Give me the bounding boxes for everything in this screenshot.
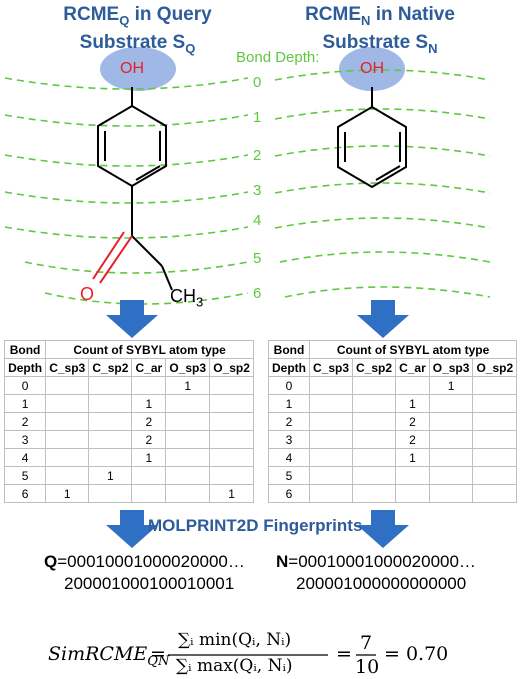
header-col: O_sp3 [165, 358, 211, 377]
formula-lhs: SimRCMEQN [48, 643, 170, 669]
query-down-arrow [106, 300, 158, 338]
native-rcme-highlight [339, 47, 405, 91]
query-molecule [92, 87, 173, 291]
native-fingerprint: N=00010001000020000… 200001000000000000 [276, 552, 476, 593]
query-ch3-label: CH3 [170, 286, 204, 310]
bond-depth-4: 4 [253, 212, 262, 229]
native-fp-arrow [357, 510, 409, 548]
query-oh-label: OH [120, 60, 144, 77]
header-col: O_sp2 [472, 358, 518, 377]
native-title: RCMEN in Native Substrate SN [305, 4, 455, 56]
header-col: C_sp2 [88, 358, 133, 377]
count-cell: 1 [209, 484, 254, 503]
table-row: 6 [268, 484, 518, 503]
native-down-arrow [357, 300, 409, 338]
formula-denominator: ∑ᵢ max(Qᵢ, Nᵢ) [176, 656, 293, 676]
bond-depth-2: 2 [253, 147, 262, 164]
header-count: Count of SYBYL atom type [45, 340, 254, 359]
count-cell [352, 484, 397, 503]
query-fingerprint: Q=00010001000020000… 200001000100010001 [44, 552, 245, 593]
bond-depth-5: 5 [253, 250, 262, 267]
native-molecule [337, 87, 407, 189]
query-title: RCMEQ in Query Substrate SQ [63, 4, 212, 56]
bond-depth-0: 0 [253, 74, 262, 91]
native-oh-label: OH [360, 60, 384, 77]
arrows [106, 300, 409, 548]
formula-numerator: ∑ᵢ min(Qᵢ, Nᵢ) [178, 630, 292, 650]
bond-depth-3: 3 [253, 182, 262, 199]
query-fp-arrow [106, 510, 158, 548]
formula-eq2: = [336, 643, 352, 665]
native-depth-contours [274, 69, 491, 298]
bond-depth-6: 6 [253, 285, 262, 302]
count-cell [472, 484, 518, 503]
header-bond: Bond [268, 340, 310, 359]
count-cell [88, 484, 133, 503]
query-count-table: Bond Count of SYBYL atom type Depth C_sp… [3, 340, 254, 503]
query-rcme-highlight [100, 47, 176, 91]
formula-eq1: = [150, 643, 166, 665]
formula-frac-den: 10 [355, 656, 380, 678]
formula-frac-num: 7 [360, 632, 373, 654]
formula-result: = 0.70 [384, 643, 449, 665]
bond-depth-label: Bond Depth: [236, 49, 320, 66]
count-cell: 1 [45, 484, 90, 503]
fingerprint-title: MOLPRINT2D Fingerprints [148, 516, 363, 535]
bond-depth-1: 1 [253, 109, 262, 126]
query-o-label: O [80, 284, 95, 304]
native-count-table: Bond Count of SYBYL atom type Depth C_sp… [268, 340, 518, 503]
